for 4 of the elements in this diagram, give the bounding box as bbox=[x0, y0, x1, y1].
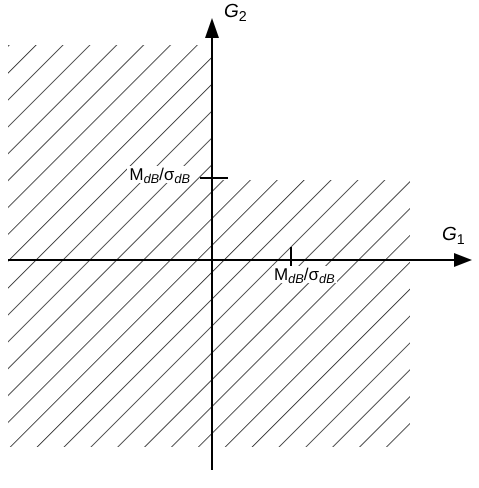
axis-label: G$_{1}$ bbox=[440, 225, 467, 244]
axis-label: M$_{dB}$/σ$_{dB}$ bbox=[272, 266, 337, 283]
axis-label: M$_{dB}$/σ$_{dB}$ bbox=[127, 166, 192, 183]
axis-label: G$_{2}$ bbox=[222, 2, 249, 21]
